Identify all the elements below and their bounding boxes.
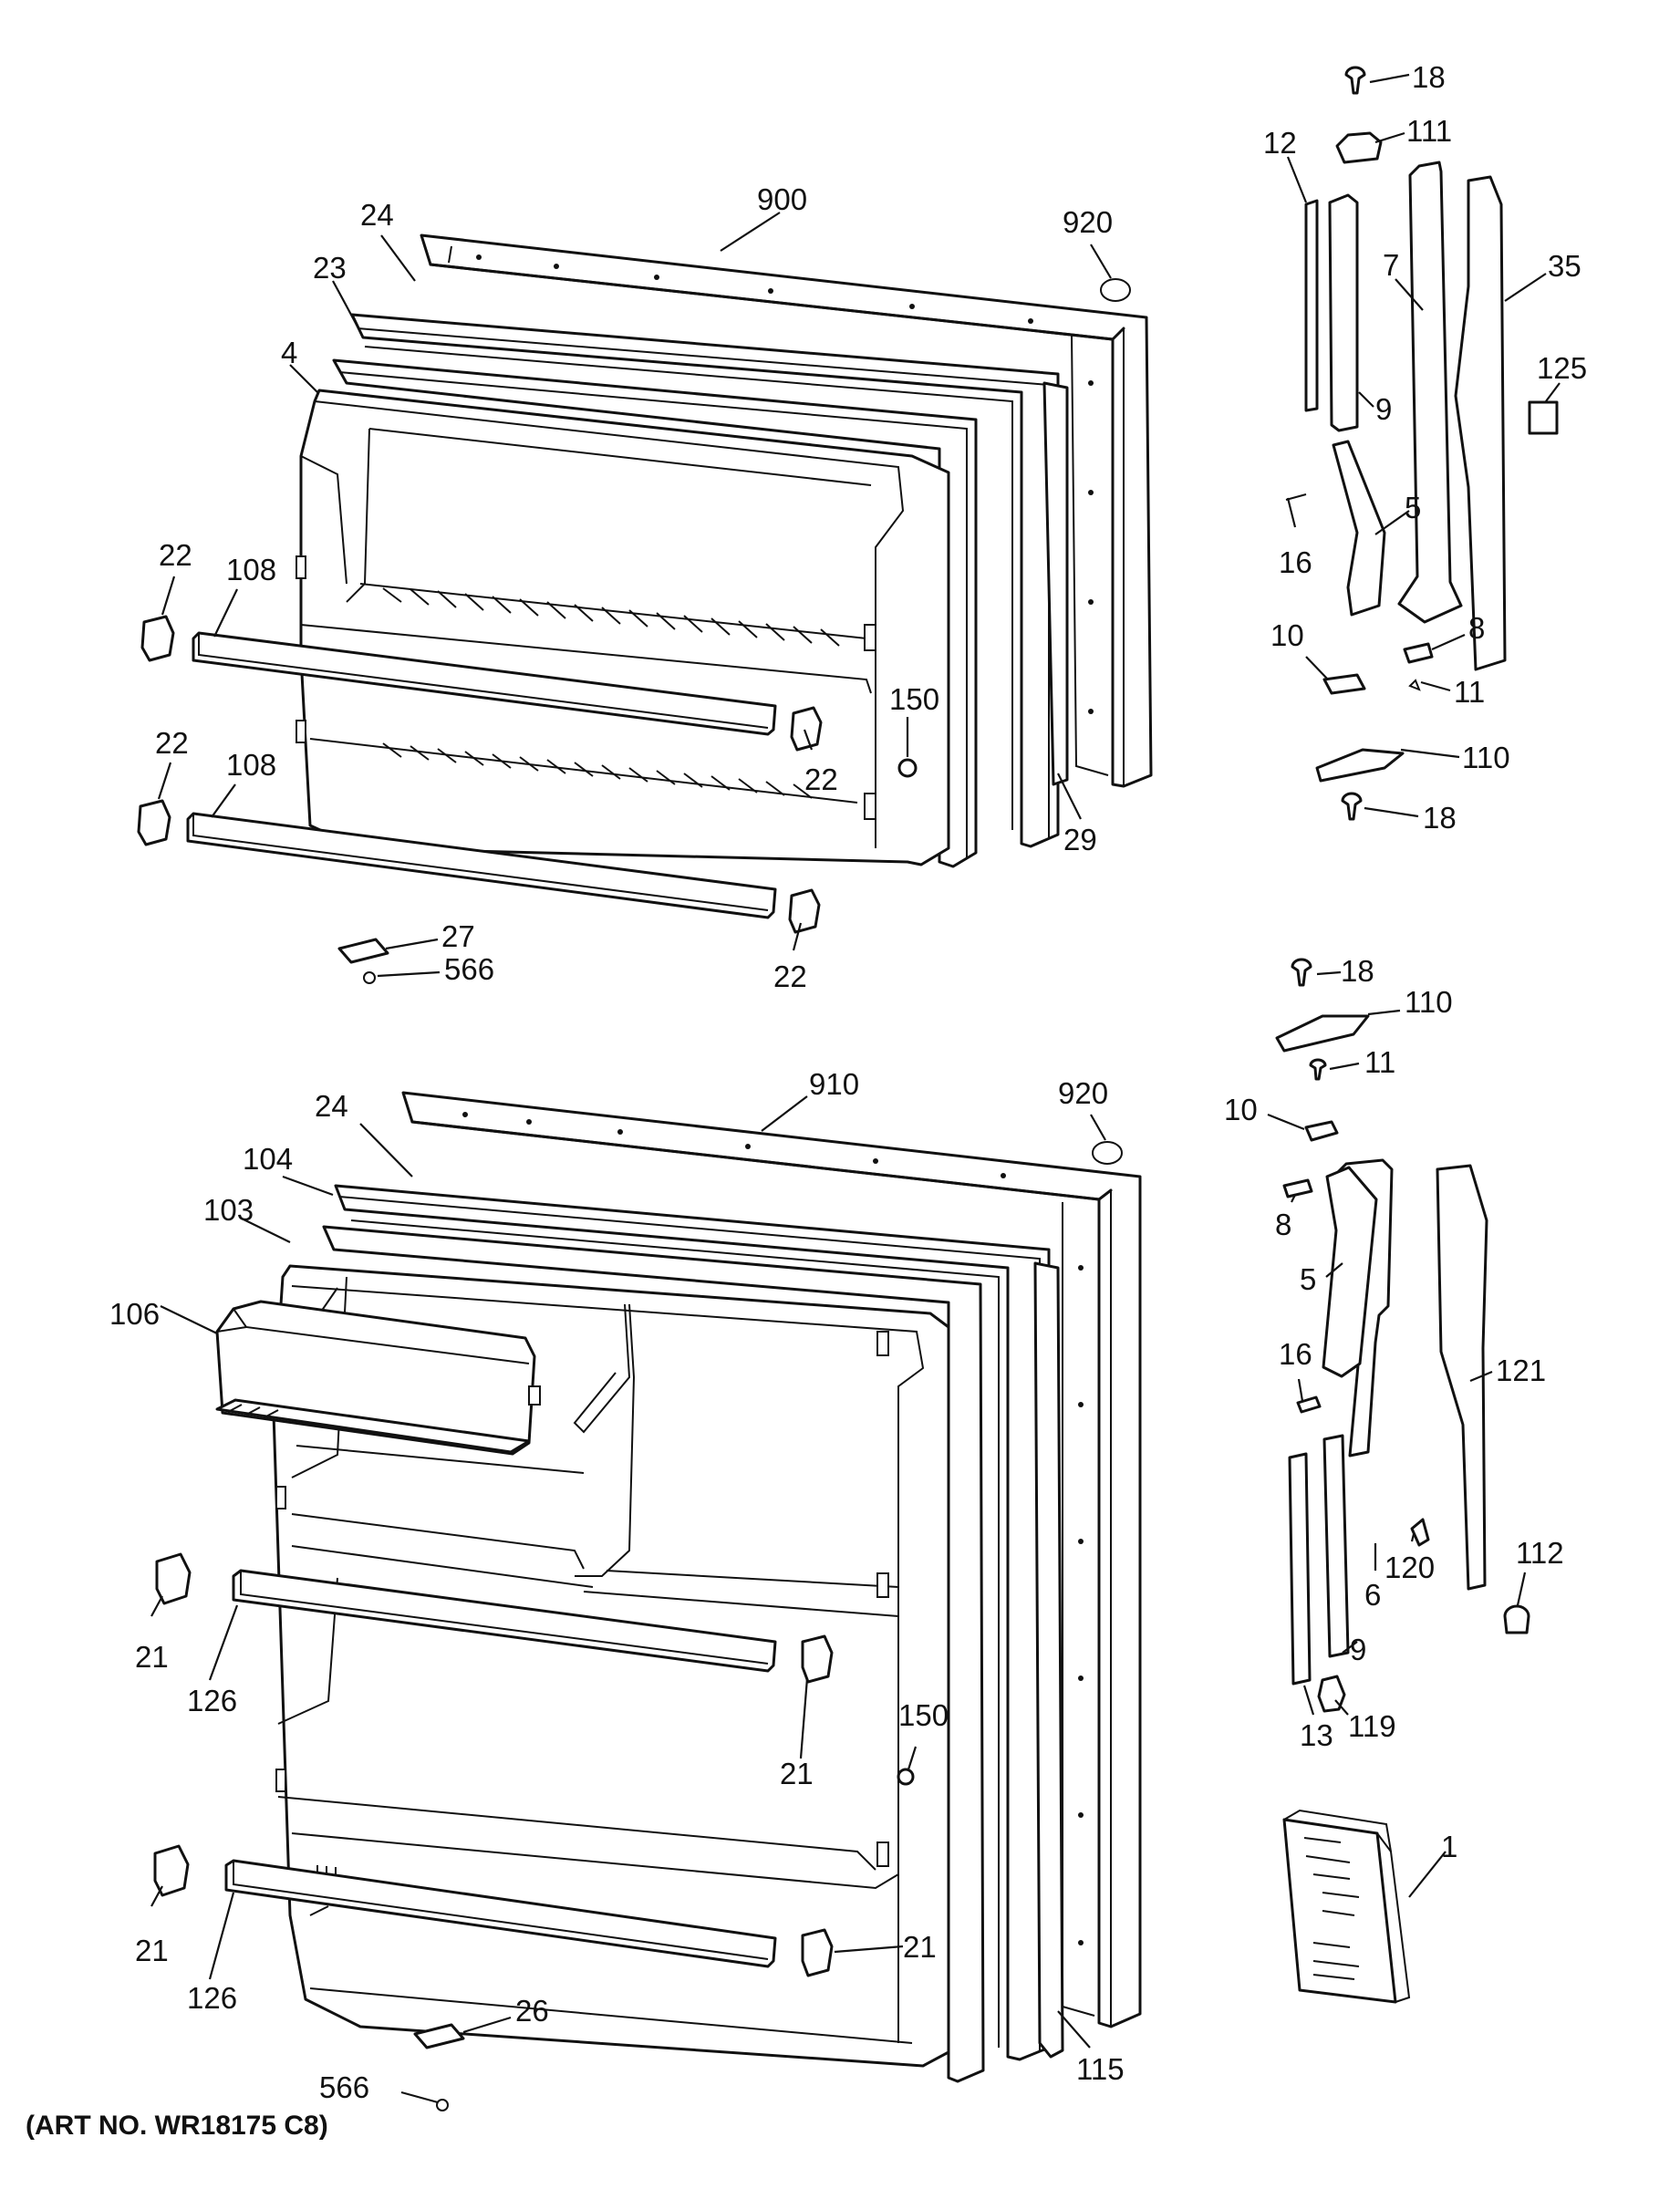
screw-150-bottom <box>897 1768 915 1786</box>
hinge-cover-27 <box>337 938 389 984</box>
label-110: 110 <box>1462 741 1510 774</box>
label-29: 29 <box>1063 823 1097 856</box>
label-22: 22 <box>155 726 189 760</box>
label-126: 126 <box>187 1684 237 1717</box>
label-22: 22 <box>804 763 838 796</box>
label-6: 6 <box>1364 1578 1381 1612</box>
fresh-food-shelf-bar-126-upper <box>232 1569 777 1673</box>
label-11: 11 <box>1454 675 1485 709</box>
label-104: 104 <box>243 1142 293 1176</box>
label-566: 566 <box>319 2070 369 2104</box>
label-18: 18 <box>1341 954 1374 988</box>
shelf-clips-21 <box>153 1552 834 1977</box>
label-22: 22 <box>159 538 192 572</box>
fresh-food-shelf-bar-126-lower <box>224 1859 777 1968</box>
label-11: 11 <box>1364 1045 1395 1079</box>
top-right-hinge-parts <box>1285 66 1559 821</box>
label-106: 106 <box>109 1297 160 1331</box>
hinge-cover-26 <box>413 2023 465 2111</box>
label-16: 16 <box>1279 545 1312 579</box>
label-27: 27 <box>441 919 475 953</box>
label-566: 566 <box>444 952 494 986</box>
label-8: 8 <box>1468 611 1485 645</box>
owners-manual-1 <box>1282 1809 1411 2004</box>
freezer-door-outer-panel-900 <box>420 233 1153 788</box>
bottom-right-hinge-parts <box>1275 958 1530 1713</box>
label-18: 18 <box>1412 60 1446 94</box>
label-24: 24 <box>315 1089 348 1123</box>
label-16: 16 <box>1279 1337 1312 1371</box>
label-103: 103 <box>203 1193 254 1227</box>
fresh-food-liner-103 <box>272 1225 985 2083</box>
label-121: 121 <box>1496 1354 1546 1387</box>
label-8: 8 <box>1275 1208 1291 1241</box>
label-9: 9 <box>1350 1633 1366 1666</box>
callout-labels-top: 18 111 12 900 920 24 7 35 23 125 4 9 5 2… <box>155 60 1587 993</box>
label-5: 5 <box>1405 491 1421 524</box>
label-920: 920 <box>1058 1076 1108 1110</box>
label-7: 7 <box>1383 248 1399 282</box>
label-18: 18 <box>1423 801 1457 835</box>
label-150: 150 <box>898 1698 949 1732</box>
label-26: 26 <box>515 1994 549 2028</box>
label-120: 120 <box>1384 1551 1435 1584</box>
label-22: 22 <box>773 960 807 993</box>
freezer-shelf-bar-108-lower <box>186 812 777 919</box>
freezer-door-gasket-24-23 <box>350 313 1069 848</box>
label-23: 23 <box>313 251 347 285</box>
freezer-shelf-bar-108-upper <box>192 631 777 736</box>
label-9: 9 <box>1375 392 1392 426</box>
label-12: 12 <box>1263 126 1297 160</box>
label-115: 115 <box>1076 2052 1125 2086</box>
art-number: (ART NO. WR18175 C8) <box>26 2111 328 2141</box>
label-21: 21 <box>135 1640 169 1674</box>
label-125: 125 <box>1537 351 1587 385</box>
label-110: 110 <box>1405 985 1453 1019</box>
label-900: 900 <box>757 182 807 216</box>
screw-150-top <box>897 758 918 778</box>
label-111: 111 <box>1406 114 1452 148</box>
label-21: 21 <box>903 1930 937 1964</box>
label-112: 112 <box>1516 1536 1564 1570</box>
label-920: 920 <box>1063 205 1113 239</box>
callout-labels-bottom: 18 110 910 920 11 24 10 104 8 103 5 106 … <box>109 954 1564 2104</box>
label-35: 35 <box>1548 249 1581 283</box>
leader-lines <box>150 73 1561 2104</box>
fresh-food-door-outer-panel-910 <box>401 1091 1142 2028</box>
label-910: 910 <box>809 1067 859 1101</box>
label-5: 5 <box>1300 1262 1316 1296</box>
label-21: 21 <box>135 1934 169 1967</box>
label-13: 13 <box>1300 1718 1333 1752</box>
label-119: 119 <box>1348 1709 1396 1743</box>
label-21: 21 <box>780 1757 814 1790</box>
fresh-food-gasket-24-104 <box>334 1184 1064 2061</box>
label-108: 108 <box>226 748 276 782</box>
label-10: 10 <box>1224 1093 1258 1126</box>
label-108: 108 <box>226 553 276 586</box>
shelf-clips-22 <box>137 615 823 934</box>
label-126: 126 <box>187 1981 237 2015</box>
label-1: 1 <box>1441 1830 1457 1863</box>
label-10: 10 <box>1270 618 1304 652</box>
label-150: 150 <box>889 682 939 716</box>
dairy-door-106 <box>215 1300 541 1456</box>
freezer-door-liner-4 <box>296 358 978 868</box>
label-24: 24 <box>360 198 394 232</box>
label-4: 4 <box>281 336 297 369</box>
